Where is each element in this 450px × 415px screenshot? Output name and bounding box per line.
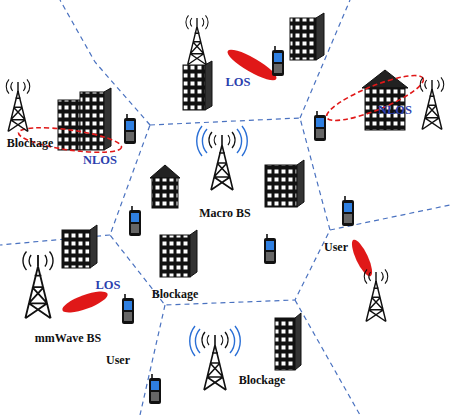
user-label: User [106,353,130,368]
station-label: Macro BS [199,206,250,221]
blockage-label: Blockage [7,136,54,151]
links [17,45,428,317]
user-label: User [324,240,348,255]
link-label: LOS [95,278,120,293]
link-label: NLOS [378,103,412,118]
base-stations [6,15,444,390]
link-label: LOS [225,75,250,90]
user-phones [122,46,354,404]
link-label: NLOS [83,153,117,168]
station-label: mmWave BS [35,331,101,346]
blockage-label: Blockage [239,373,286,388]
buildings [58,13,408,370]
blockage-label: Blockage [152,287,199,302]
